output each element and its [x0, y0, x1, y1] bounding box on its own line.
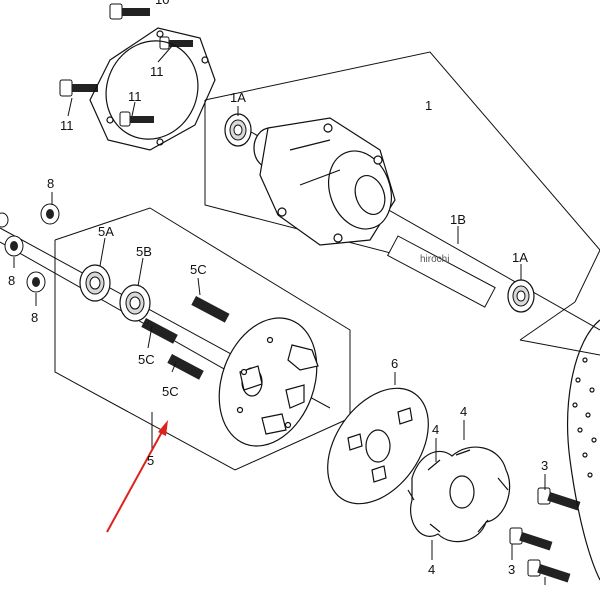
nut-8-bottom [26, 271, 46, 293]
bolt-3-lower [527, 559, 571, 583]
label-11-b: 11 [128, 89, 142, 104]
label-5A: 5A [98, 224, 114, 239]
bolt-10 [109, 3, 150, 20]
label-11-c: 11 [60, 118, 74, 133]
damper-plate-6 [327, 387, 429, 505]
leader-lines [13, 45, 546, 585]
label-4-b: 4 [432, 422, 439, 437]
bolt-11-lower [119, 111, 154, 127]
bolt-3-upper [537, 487, 581, 511]
assembly-1-outline [204, 51, 600, 356]
label-1B: 1B [450, 212, 466, 227]
label-5C-mid: 5C [138, 352, 155, 367]
label-6: 6 [391, 356, 398, 371]
flange-gasket [89, 27, 216, 151]
label-5B: 5B [136, 244, 152, 259]
label-8-left: 8 [8, 273, 15, 288]
label-5: 5 [147, 453, 154, 468]
label-3-a: 3 [541, 458, 548, 473]
label-8-bottom: 8 [31, 310, 38, 325]
bearing-5A [79, 264, 111, 302]
hub-body [253, 117, 396, 246]
stud-5C-top [191, 296, 230, 323]
carrier-plate [218, 317, 319, 447]
label-11-a: 11 [150, 64, 164, 79]
bearing-5B [119, 284, 151, 322]
label-4-a: 4 [460, 404, 467, 419]
label-3-b: 3 [508, 562, 515, 577]
bolt-11-left [59, 79, 98, 97]
label-8-top: 8 [47, 176, 54, 191]
bearing-1A-top [224, 113, 252, 147]
bolt-11-upper [159, 36, 193, 50]
damper-4 [407, 446, 511, 543]
red-arrow [106, 420, 168, 533]
label-1: 1 [425, 98, 432, 113]
stud-5C-low [167, 353, 204, 380]
stud-5C-mid [141, 318, 178, 344]
label-top-partial: 10 [155, 0, 169, 7]
nut-partial-edge [0, 212, 9, 228]
label-5C-low: 5C [162, 384, 179, 399]
nut-8-left [4, 235, 24, 257]
hub-spacer [386, 235, 496, 308]
brake-disc-partial [567, 319, 600, 581]
label-5C-top: 5C [190, 262, 207, 277]
watermark-text: hirochi [420, 254, 449, 265]
label-1A-right: 1A [512, 250, 528, 265]
label-1A-top: 1A [230, 90, 246, 105]
bearing-1A-right [507, 279, 535, 313]
callout-labels: 10 11 11 11 1 1A 1B 1A 8 8 8 5A 5B 5C 5C… [8, 0, 548, 577]
label-4-c: 4 [428, 562, 435, 577]
nut-8-top [40, 203, 60, 225]
bolt-3-mid [509, 527, 553, 551]
